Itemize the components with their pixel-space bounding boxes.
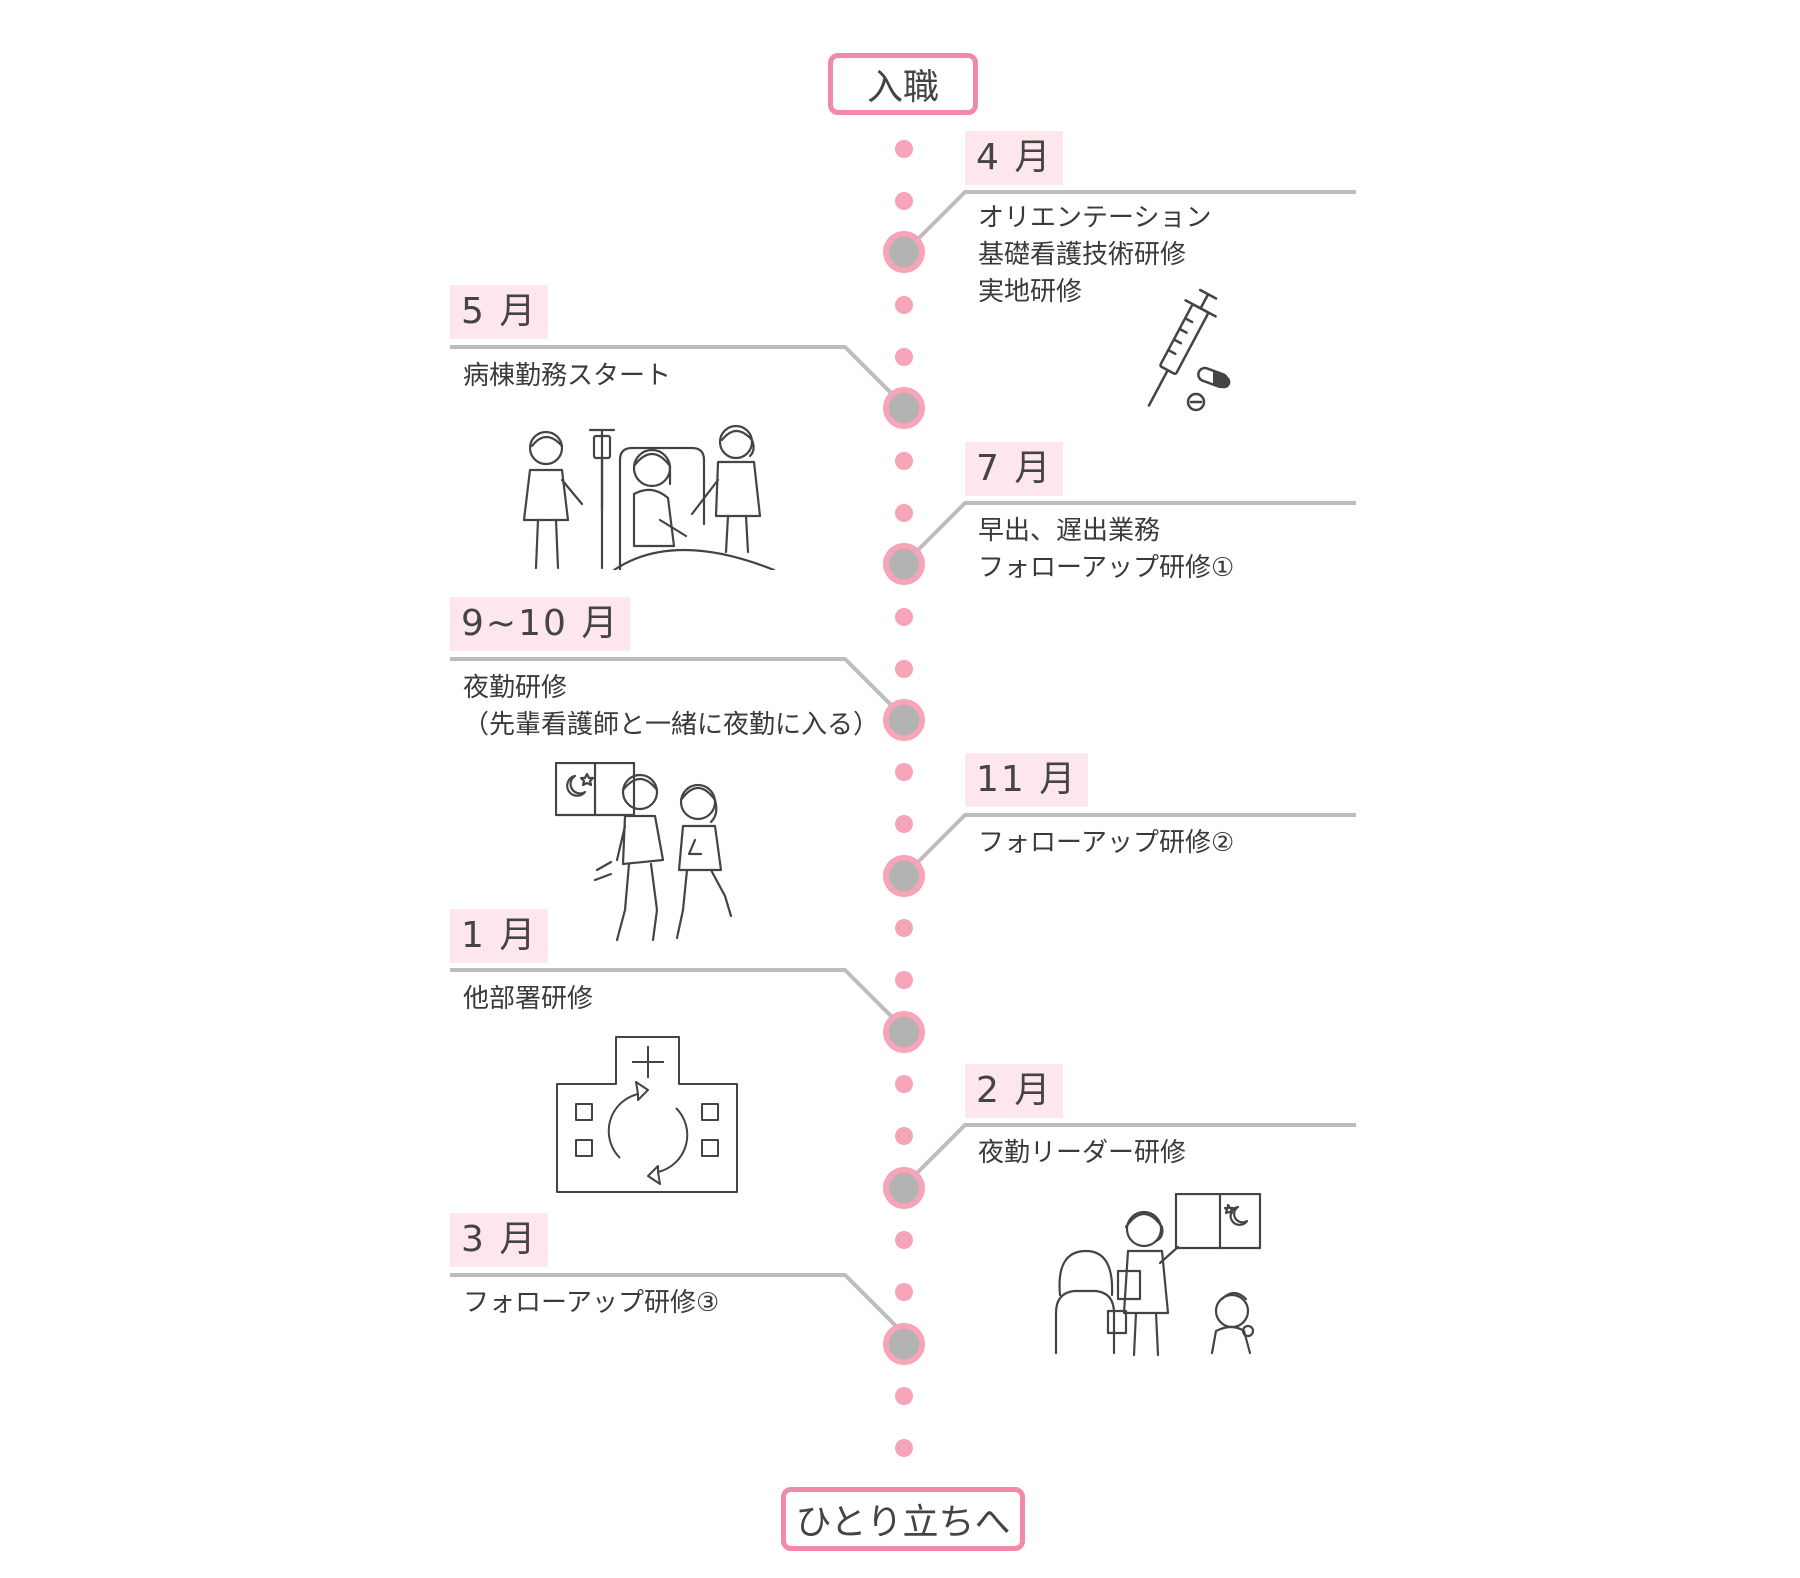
event-desc-jul: 早出、遅出業務 フォローアップ研修① [978,513,1234,587]
event-desc-line: 他部署研修 [463,984,594,1014]
event-desc-line: 早出、遅出業務 [978,516,1161,546]
event-desc-jan: 他部署研修 [463,981,593,1018]
timeline-dot [895,296,913,314]
night-shift-nurses-illustration [555,762,733,942]
milestone-node-may [883,387,925,429]
timeline-dot [895,140,913,158]
timeline-dot [895,763,913,781]
connector-nov [903,813,1356,877]
nurses-with-patient-illustration [522,424,776,570]
milestone-node-feb [883,1167,925,1209]
event-desc-apr: オリエンテーション 基礎看護技術研修 実地研修 [978,200,1211,311]
connector-mar [450,1273,902,1332]
event-desc-line: 病棟勤務スタート [463,361,672,391]
month-label-nov: 11 月 [965,753,1089,807]
event-desc-line: オリエンテーション [978,203,1212,233]
timeline-dot [895,1075,913,1093]
hospital-rotation-icon [556,1036,738,1193]
event-desc-sep-oct: 夜勤研修 （先輩看護師と一緒に夜勤に入る） [463,670,879,744]
timeline-dot [895,971,913,989]
milestone-node-mar [883,1323,925,1365]
event-desc-line: フォローアップ研修② [978,828,1235,858]
connector-may [450,345,902,404]
timeline-dot [895,348,913,366]
syringe-and-capsule-icon [1147,288,1231,412]
milestone-node-jul [883,543,925,585]
event-desc-line: 夜勤研修 [463,673,568,703]
timeline-dot [895,660,913,678]
milestone-node-jan [883,1011,925,1053]
timeline-dot [895,1127,913,1145]
event-desc-may: 病棟勤務スタート [463,358,671,395]
event-desc-mar: フォローアップ研修③ [463,1285,719,1322]
milestone-node-apr [883,231,925,273]
milestone-node-nov [883,855,925,897]
connector-jan [450,968,902,1027]
timeline-dot [895,1283,913,1301]
event-desc-line: （先輩看護師と一緒に夜勤に入る） [463,710,880,740]
month-label-may: 5 月 [450,285,549,339]
timeline-dot [895,192,913,210]
end-label: ひとり立ちへ [781,1487,1025,1551]
start-label: 入職 [828,53,978,115]
month-label-jan: 1 月 [450,909,549,963]
timeline-dot [895,452,913,470]
timeline-dot [895,1387,913,1405]
connector-jul [903,501,1356,565]
timeline-dot [895,608,913,626]
month-label-jul: 7 月 [965,442,1064,496]
event-desc-line: 実地研修 [978,277,1083,307]
event-desc-line: フォローアップ研修③ [463,1288,720,1318]
timeline-dot [895,504,913,522]
month-label-feb: 2 月 [965,1064,1064,1118]
timeline-dot [895,815,913,833]
event-desc-feb: 夜勤リーダー研修 [978,1135,1186,1172]
timeline-dot [895,1439,913,1457]
connector-apr [903,190,1356,254]
event-desc-line: 夜勤リーダー研修 [978,1138,1187,1168]
milestone-node-sep [883,699,925,741]
timeline-dot [895,1231,913,1249]
month-label-apr: 4 月 [965,131,1064,185]
connector-feb [903,1123,1356,1187]
month-label-mar: 3 月 [450,1213,549,1267]
timeline-dot [895,919,913,937]
event-desc-line: 基礎看護技術研修 [978,240,1187,270]
event-desc-nov: フォローアップ研修② [978,825,1234,862]
night-leader-briefing-illustration [1054,1193,1262,1357]
event-desc-line: フォローアップ研修① [978,553,1235,583]
connector-sep [450,657,902,716]
month-label-sep-oct: 9~10 月 [450,597,631,651]
